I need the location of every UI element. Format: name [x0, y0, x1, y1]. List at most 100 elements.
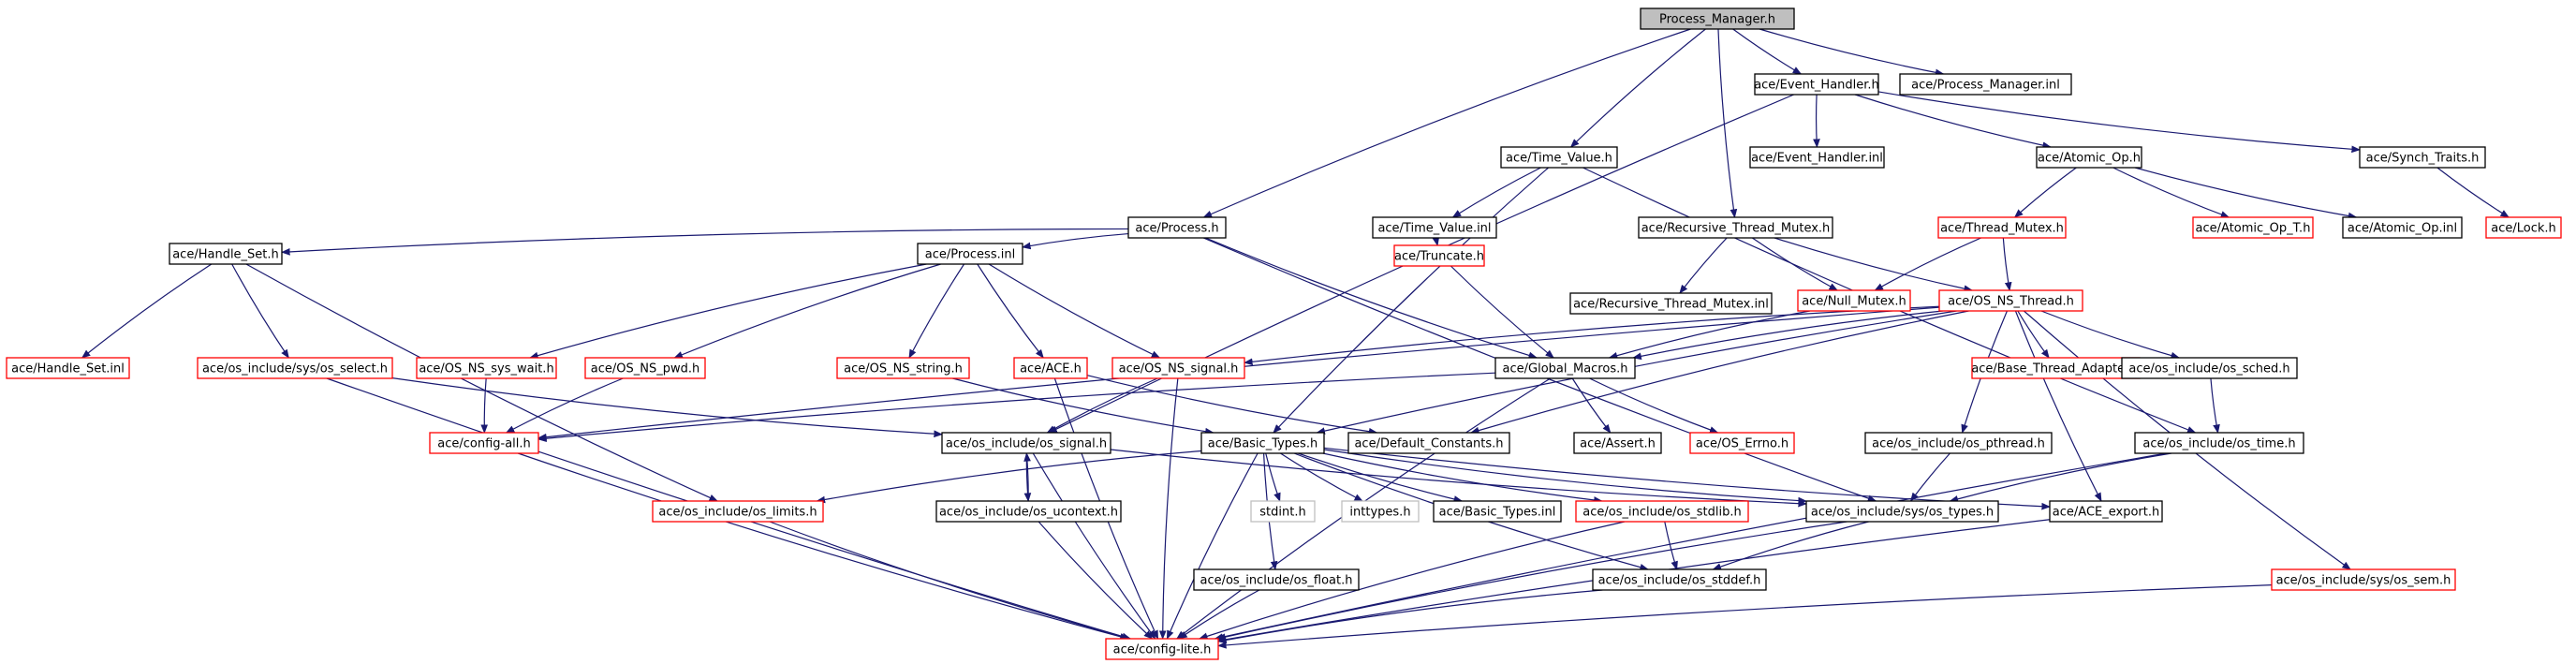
node-box-ace_h[interactable]	[1013, 357, 1088, 379]
node-box-os_types[interactable]	[1805, 500, 1999, 523]
node-box-osns_string[interactable]	[836, 357, 970, 379]
node-box-os_signal[interactable]	[941, 432, 1111, 454]
node-timevalue_inl[interactable]: ace/Time_Value.inl	[1372, 216, 1497, 239]
node-box-pm_inl[interactable]	[1899, 73, 2072, 96]
node-box-inttypes_h[interactable]	[1341, 500, 1420, 523]
node-box-osns_signal[interactable]	[1111, 357, 1245, 379]
node-os_ucontext[interactable]: ace/os_include/os_ucontext.h	[935, 500, 1122, 523]
node-box-os_time[interactable]	[2134, 432, 2304, 454]
node-thread_mutex[interactable]: ace/Thread_Mutex.h	[1937, 216, 2067, 239]
node-lock_h[interactable]: ace/Lock.h	[2485, 216, 2562, 239]
node-box-timevalue_h[interactable]	[1500, 146, 1618, 169]
node-ace_h[interactable]: ace/ACE.h	[1013, 357, 1088, 379]
node-osns_pwd[interactable]: ace/OS_NS_pwd.h	[584, 357, 706, 379]
node-box-pm_h[interactable]	[1640, 7, 1795, 30]
node-osns_signal[interactable]: ace/OS_NS_signal.h	[1111, 357, 1245, 379]
node-box-assert_h[interactable]	[1573, 432, 1662, 454]
node-box-os_stddef[interactable]	[1592, 568, 1767, 591]
node-box-process_h[interactable]	[1127, 216, 1227, 239]
node-handleset_inl[interactable]: ace/Handle_Set.inl	[6, 357, 130, 379]
node-box-config_all[interactable]	[429, 432, 539, 454]
node-box-lock_h[interactable]	[2485, 216, 2562, 239]
node-box-os_pthread[interactable]	[1864, 432, 2053, 454]
node-os_types[interactable]: ace/os_include/sys/os_types.h	[1805, 500, 1999, 523]
node-box-os_sem[interactable]	[2271, 568, 2456, 591]
node-atomic_h[interactable]: ace/Atomic_Op.h	[2036, 146, 2142, 169]
node-base_thread_adapter[interactable]: ace/Base_Thread_Adapter.h	[1971, 357, 2141, 379]
node-box-truncate_h[interactable]	[1393, 244, 1485, 267]
node-box-os_stdlib[interactable]	[1575, 500, 1749, 523]
node-null_mutex[interactable]: ace/Null_Mutex.h	[1797, 289, 1911, 312]
node-os_limits[interactable]: ace/os_include/os_limits.h	[652, 500, 824, 523]
node-box-evh_h[interactable]	[1754, 73, 1879, 96]
node-os_errno[interactable]: ace/OS_Errno.h	[1689, 432, 1795, 454]
node-box-stdint_h[interactable]	[1250, 500, 1316, 523]
node-osns_string[interactable]: ace/OS_NS_string.h	[836, 357, 970, 379]
node-global_macros[interactable]: ace/Global_Macros.h	[1494, 357, 1636, 379]
node-box-config_lite[interactable]	[1105, 638, 1219, 660]
edge-os_pthread-to-os_types	[1909, 452, 1950, 502]
node-ace_export[interactable]: ace/ACE_export.h	[2049, 500, 2163, 523]
node-box-os_sched[interactable]	[2121, 357, 2298, 379]
node-box-rtm_h[interactable]	[1638, 216, 1833, 239]
node-box-atomic_h[interactable]	[2036, 146, 2142, 169]
node-box-evh_inl[interactable]	[1749, 146, 1885, 169]
node-atomic_inl[interactable]: ace/Atomic_Op.inl	[2342, 216, 2463, 239]
node-stdint_h[interactable]: stdint.h	[1250, 500, 1316, 523]
node-os_sem[interactable]: ace/os_include/sys/os_sem.h	[2271, 568, 2456, 591]
node-box-thread_mutex[interactable]	[1937, 216, 2067, 239]
node-box-ace_export[interactable]	[2049, 500, 2163, 523]
node-basic_types_inl[interactable]: ace/Basic_Types.inl	[1433, 500, 1562, 523]
node-config_lite[interactable]: ace/config-lite.h	[1105, 638, 1219, 660]
node-box-timevalue_inl[interactable]	[1372, 216, 1497, 239]
node-osns_thread[interactable]: ace/OS_NS_Thread.h	[1938, 289, 2083, 312]
node-rtm_inl[interactable]: ace/Recursive_Thread_Mutex.inl	[1569, 292, 1773, 315]
node-box-os_errno[interactable]	[1689, 432, 1795, 454]
node-box-null_mutex[interactable]	[1797, 289, 1911, 312]
node-handleset_h[interactable]: ace/Handle_Set.h	[169, 243, 283, 265]
node-os_time[interactable]: ace/os_include/os_time.h	[2134, 432, 2304, 454]
node-os_pthread[interactable]: ace/os_include/os_pthread.h	[1864, 432, 2053, 454]
node-os_signal[interactable]: ace/os_include/os_signal.h	[941, 432, 1111, 454]
node-synch_traits[interactable]: ace/Synch_Traits.h	[2359, 146, 2486, 169]
node-pm_inl[interactable]: ace/Process_Manager.inl	[1899, 73, 2072, 96]
node-pm_h[interactable]: Process_Manager.h	[1640, 7, 1795, 30]
node-default_constants[interactable]: ace/Default_Constants.h	[1347, 432, 1510, 454]
node-inttypes_h[interactable]: inttypes.h	[1341, 500, 1420, 523]
node-assert_h[interactable]: ace/Assert.h	[1573, 432, 1662, 454]
node-os_sched[interactable]: ace/os_include/os_sched.h	[2121, 357, 2298, 379]
node-rtm_h[interactable]: ace/Recursive_Thread_Mutex.h	[1638, 216, 1833, 239]
node-os_stdlib[interactable]: ace/os_include/os_stdlib.h	[1575, 500, 1749, 523]
node-truncate_h[interactable]: ace/Truncate.h	[1393, 244, 1485, 267]
node-osns_sys_wait[interactable]: ace/OS_NS_sys_wait.h	[416, 357, 557, 379]
node-box-handleset_h[interactable]	[169, 243, 283, 265]
node-box-process_inl[interactable]	[917, 243, 1023, 265]
node-box-osns_pwd[interactable]	[584, 357, 706, 379]
node-os_select[interactable]: ace/os_include/sys/os_select.h	[197, 357, 393, 379]
node-box-atomic_t[interactable]	[2192, 216, 2314, 239]
node-evh_inl[interactable]: ace/Event_Handler.inl	[1749, 146, 1885, 169]
node-box-handleset_inl[interactable]	[6, 357, 130, 379]
node-basic_types_h[interactable]: ace/Basic_Types.h	[1200, 432, 1325, 454]
node-box-osns_thread[interactable]	[1938, 289, 2083, 312]
node-evh_h[interactable]: ace/Event_Handler.h	[1754, 73, 1879, 96]
node-box-osns_sys_wait[interactable]	[416, 357, 557, 379]
node-os_stddef[interactable]: ace/os_include/os_stddef.h	[1592, 568, 1767, 591]
node-process_h[interactable]: ace/Process.h	[1127, 216, 1227, 239]
node-box-atomic_inl[interactable]	[2342, 216, 2463, 239]
node-box-os_float[interactable]	[1193, 568, 1360, 591]
node-process_inl[interactable]: ace/Process.inl	[917, 243, 1023, 265]
node-box-os_select[interactable]	[197, 357, 393, 379]
node-atomic_t[interactable]: ace/Atomic_Op_T.h	[2192, 216, 2314, 239]
node-box-basic_types_h[interactable]	[1200, 432, 1325, 454]
node-box-os_ucontext[interactable]	[935, 500, 1122, 523]
node-box-basic_types_inl[interactable]	[1433, 500, 1562, 523]
node-config_all[interactable]: ace/config-all.h	[429, 432, 539, 454]
node-box-global_macros[interactable]	[1494, 357, 1636, 379]
node-os_float[interactable]: ace/os_include/os_float.h	[1193, 568, 1360, 591]
node-box-synch_traits[interactable]	[2359, 146, 2486, 169]
node-box-rtm_inl[interactable]	[1569, 292, 1773, 315]
node-timevalue_h[interactable]: ace/Time_Value.h	[1500, 146, 1618, 169]
node-box-default_constants[interactable]	[1347, 432, 1510, 454]
node-box-os_limits[interactable]	[652, 500, 824, 523]
